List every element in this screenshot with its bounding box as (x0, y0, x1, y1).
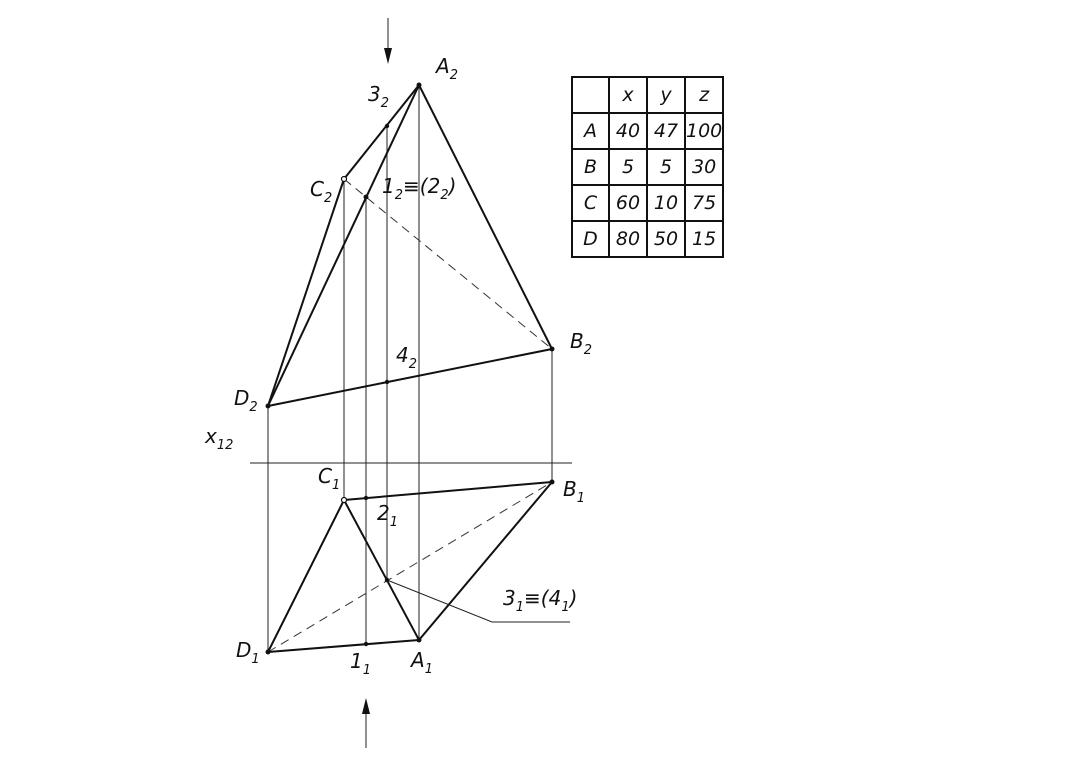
table-header-cell (571, 76, 610, 114)
label-1-2-eq-2-2: 12≡(22) (382, 174, 456, 203)
table-cell: 50 (646, 220, 686, 258)
table-header-cell: x (608, 76, 648, 114)
table-cell: D (571, 220, 610, 258)
table-cell: 100 (683, 112, 725, 150)
table-cell: 10 (646, 184, 686, 222)
label-3-2: 32 (368, 82, 389, 111)
table-cell: A (571, 112, 610, 150)
table-row: B 5 5 30 (571, 148, 725, 186)
table-row: D 80 50 15 (571, 220, 725, 258)
label-b1: B1 (563, 477, 585, 506)
top-sight-arrow (384, 18, 392, 64)
table-header-cell: y (646, 76, 686, 114)
projection-link-lines (267, 85, 553, 652)
label-d2: D2 (234, 386, 258, 415)
bottom-sight-arrow (362, 698, 370, 748)
horizontal-projection-edges (267, 481, 553, 653)
table-cell: B (571, 148, 610, 186)
table-cell: 30 (683, 148, 725, 186)
table-cell: 47 (646, 112, 686, 150)
label-2-1: 21 (377, 501, 398, 530)
label-c1: C1 (318, 464, 340, 493)
table-cell: 80 (608, 220, 648, 258)
table-cell: C (571, 184, 610, 222)
label-1-1: 11 (350, 649, 371, 678)
leader-line-3-1 (386, 579, 570, 623)
label-4-2: 42 (396, 343, 417, 372)
label-d1: D1 (236, 638, 260, 667)
table-header-cell: z (683, 76, 725, 114)
label-b2: B2 (570, 329, 592, 358)
table-cell: 60 (608, 184, 648, 222)
table-row: A 40 47 100 (571, 112, 725, 150)
table-cell: 75 (683, 184, 725, 222)
table-cell: 5 (608, 148, 648, 186)
points (265, 82, 555, 655)
label-x12: x12 (204, 424, 233, 453)
frontal-projection-edges (267, 84, 553, 407)
table-header-row: x y z (571, 76, 725, 114)
table-cell: 5 (646, 148, 686, 186)
coordinates-table: x y z A 40 47 100 B 5 5 30 C 60 10 75 D … (571, 76, 725, 258)
table-cell: 40 (608, 112, 648, 150)
label-3-1-eq-4-1: 31≡(41) (503, 586, 577, 615)
table-row: C 60 10 75 (571, 184, 725, 222)
label-a2: A2 (434, 54, 458, 83)
label-a1: A1 (409, 648, 433, 677)
label-c2: C2 (310, 177, 332, 206)
table-cell: 15 (683, 220, 725, 258)
